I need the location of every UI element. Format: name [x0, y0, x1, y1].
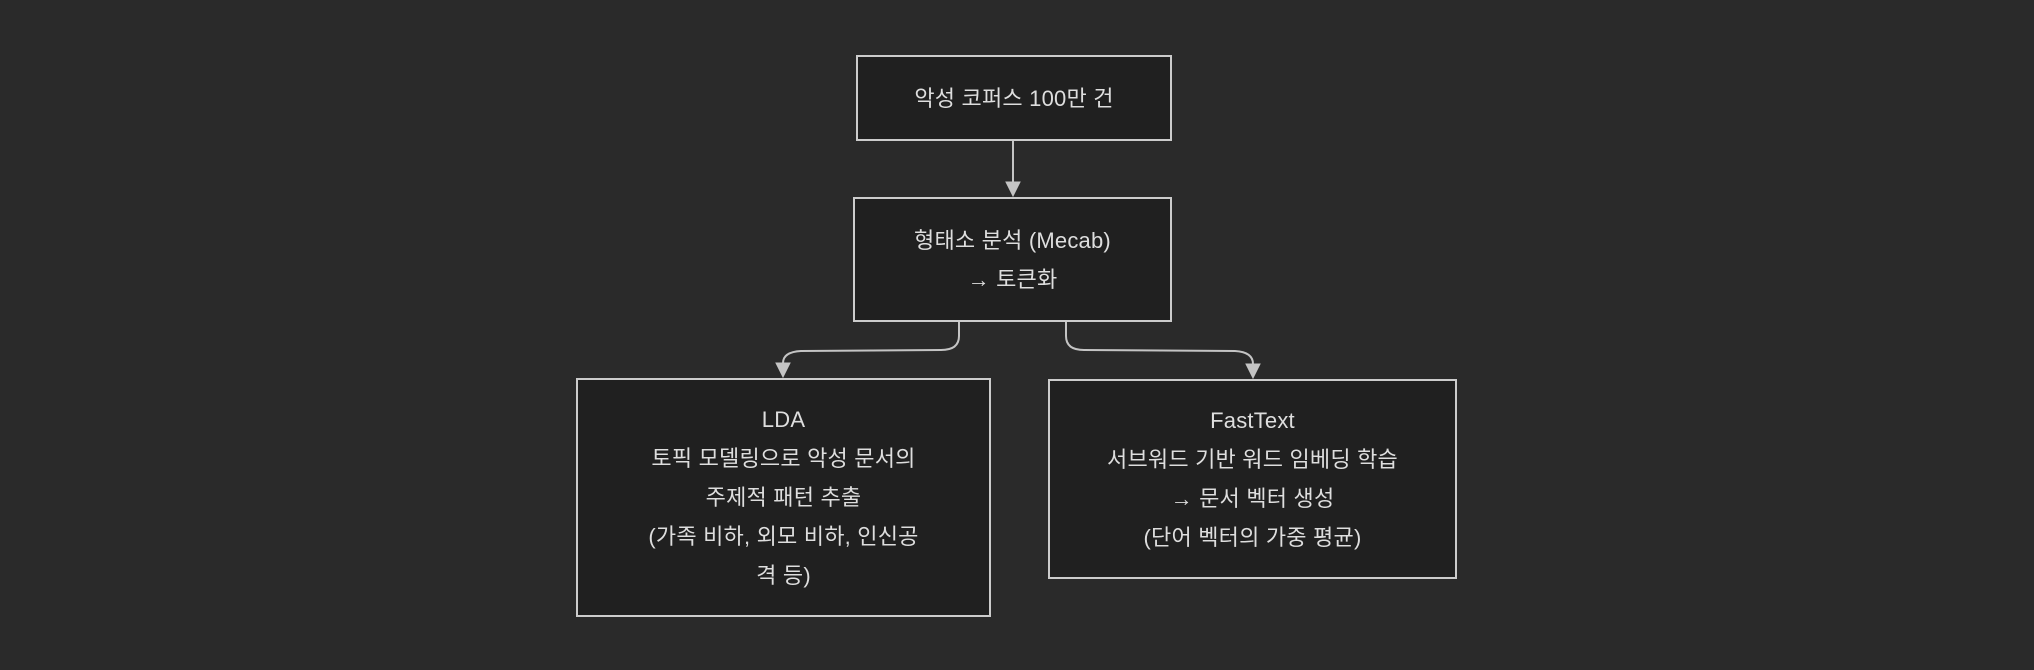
node-fasttext-label-line: (단어 벡터의 가중 평균) — [1143, 525, 1362, 550]
edge-mecab-to-fasttext — [1065, 322, 1254, 365]
arrowhead-down-icon — [775, 362, 791, 379]
node-lda-label-line: 격 등) — [756, 563, 811, 588]
arrowhead-down-icon — [1005, 181, 1021, 198]
node-fasttext-label-line: → 문서 벡터 생성 — [1170, 486, 1335, 511]
node-lda-label-line: LDA — [761, 407, 806, 432]
node-mecab-label-line: 형태소 분석 (Mecab) — [914, 227, 1111, 253]
node-corpus: 악성 코퍼스 100만 건 — [856, 55, 1172, 141]
node-fasttext: FastText 서브워드 기반 워드 임베딩 학습 → 문서 벡터 생성 (단… — [1048, 379, 1457, 579]
arrowhead-down-icon — [1245, 363, 1261, 380]
node-fasttext-label-line: FastText — [1210, 408, 1295, 433]
node-lda: LDA 토픽 모델링으로 악성 문서의 주제적 패턴 추출 (가족 비하, 외모… — [576, 378, 991, 617]
node-lda-label-line: 주제적 패턴 추출 — [705, 485, 862, 510]
node-mecab-label-line: → 토큰화 — [967, 266, 1058, 292]
node-mecab-tokenize: 형태소 분석 (Mecab) → 토큰화 — [853, 197, 1172, 322]
node-corpus-label: 악성 코퍼스 100만 건 — [914, 85, 1114, 111]
node-lda-label-line: 토픽 모델링으로 악성 문서의 — [651, 446, 916, 471]
edge-mecab-to-lda — [782, 322, 960, 364]
node-fasttext-label-line: 서브워드 기반 워드 임베딩 학습 — [1107, 447, 1398, 472]
node-lda-label-line: (가족 비하, 외모 비하, 인신공 — [648, 524, 919, 549]
